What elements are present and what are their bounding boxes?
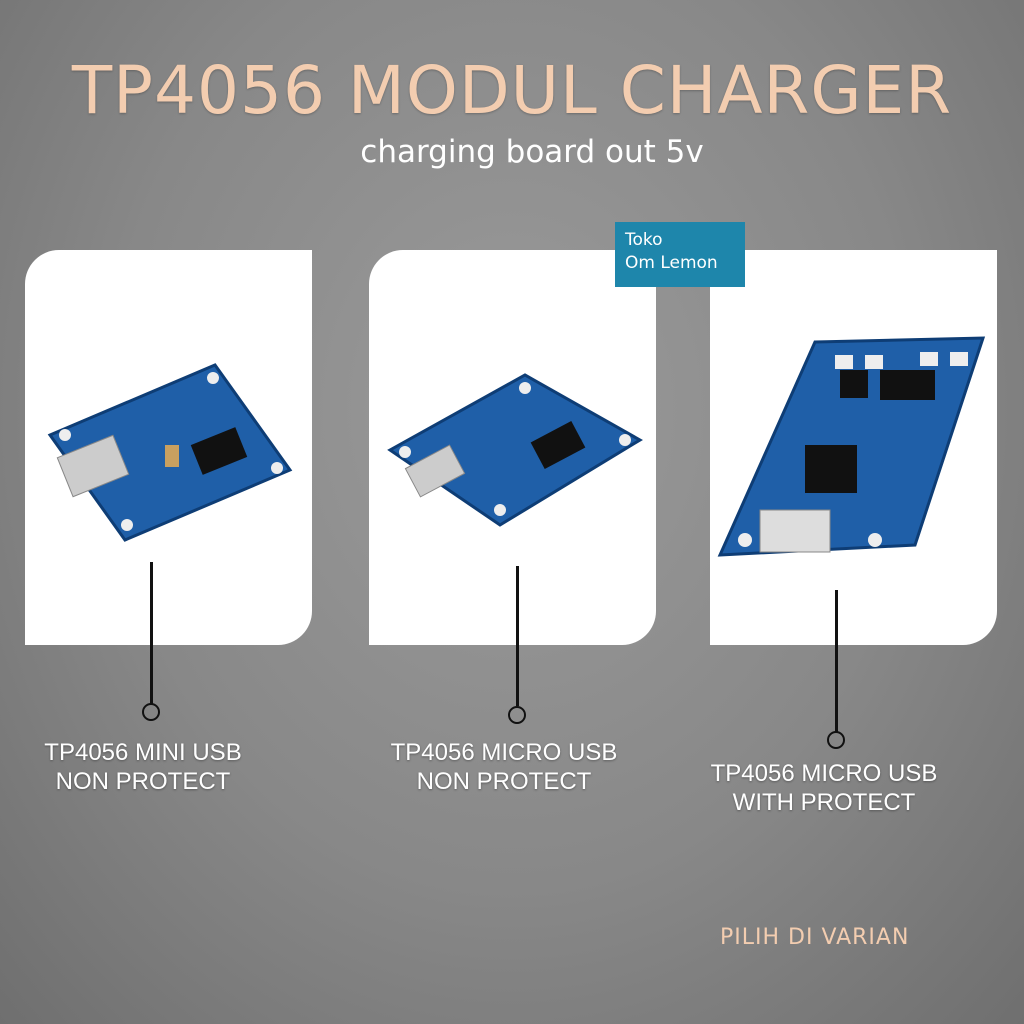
watermark-badge: Toko Om Lemon xyxy=(615,222,745,287)
product-name: TP4056 MICRO USB xyxy=(710,760,938,787)
connector-dot xyxy=(827,731,845,749)
connector-line xyxy=(150,562,153,704)
connector-dot xyxy=(142,703,160,721)
connector-line xyxy=(516,566,519,706)
product-label-micro-usb: TP4056 MICRO USB NON PROTECT xyxy=(354,738,654,796)
product-label-micro-usb-protect: TP4056 MICRO USB WITH PROTECT xyxy=(674,759,974,817)
watermark-line2: Om Lemon xyxy=(625,253,718,273)
product-variant: NON PROTECT xyxy=(416,768,592,795)
board-image-mini-usb xyxy=(47,363,293,542)
watermark-line1: Toko xyxy=(625,230,663,250)
page-title: TP4056 MODUL CHARGER xyxy=(71,52,953,129)
product-name: TP4056 MICRO USB xyxy=(390,739,618,766)
connector-dot xyxy=(508,706,526,724)
product-variant: WITH PROTECT xyxy=(732,789,916,816)
board-image-micro-usb-protect xyxy=(717,336,986,557)
variant-hint: PILIH DI VARIAN xyxy=(720,925,910,950)
product-name: TP4056 MINI USB xyxy=(44,739,242,766)
board-image-micro-usb xyxy=(387,373,643,527)
connector-line xyxy=(835,590,838,732)
product-label-mini-usb: TP4056 MINI USB NON PROTECT xyxy=(0,738,293,796)
product-variant: NON PROTECT xyxy=(55,768,231,795)
page-subtitle: charging board out 5v xyxy=(360,134,704,170)
